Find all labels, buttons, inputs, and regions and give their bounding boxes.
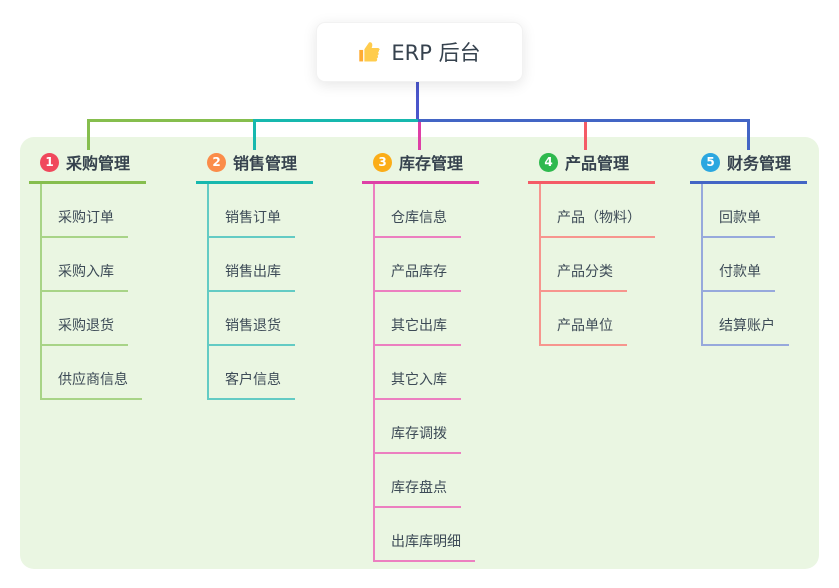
branch-number-badge: 1 [40, 152, 59, 172]
drop-branch-1 [87, 119, 90, 150]
child-node[interactable]: 销售退货 [209, 292, 295, 346]
branches-panel [20, 137, 819, 569]
branch-node-2[interactable]: 2 销售管理 [196, 148, 313, 184]
child-node[interactable]: 产品库存 [375, 238, 461, 292]
branch-label: 库存管理 [399, 154, 464, 173]
child-node[interactable]: 供应商信息 [42, 346, 142, 400]
branch-label: 财务管理 [727, 154, 792, 173]
branch-label: 采购管理 [66, 154, 131, 173]
branch-column-2: 2 销售管理销售订单销售出库销售退货客户信息 [196, 148, 313, 400]
branch-children-4: 产品（物料）产品分类产品单位 [539, 184, 655, 346]
elbow-branch-2 [253, 119, 420, 122]
branch-node-1[interactable]: 1 采购管理 [29, 148, 146, 184]
branch-column-4: 4 产品管理产品（物料）产品分类产品单位 [528, 148, 655, 346]
drop-branch-3 [418, 122, 421, 150]
child-node[interactable]: 采购退货 [42, 292, 128, 346]
child-node[interactable]: 回款单 [703, 184, 775, 238]
child-node[interactable]: 客户信息 [209, 346, 295, 400]
child-node[interactable]: 采购入库 [42, 238, 128, 292]
child-node[interactable]: 产品（物料） [541, 184, 655, 238]
root-node-title: ERP 后台 [391, 41, 481, 65]
branch-label: 产品管理 [565, 154, 630, 173]
child-node[interactable]: 付款单 [703, 238, 775, 292]
branch-node-5[interactable]: 5 财务管理 [690, 148, 807, 184]
branch-number-badge: 2 [207, 152, 226, 172]
branch-node-3[interactable]: 3 库存管理 [362, 148, 479, 184]
child-node[interactable]: 产品单位 [541, 292, 627, 346]
child-node[interactable]: 出库库明细 [375, 508, 475, 562]
elbow-branch-5 [418, 119, 750, 122]
child-node[interactable]: 销售订单 [209, 184, 295, 238]
elbow-branch-1 [87, 119, 255, 122]
child-node[interactable]: 库存调拨 [375, 400, 461, 454]
branch-label: 销售管理 [233, 154, 298, 173]
child-node[interactable]: 采购订单 [42, 184, 128, 238]
branch-children-1: 采购订单采购入库采购退货供应商信息 [40, 184, 146, 400]
child-node[interactable]: 产品分类 [541, 238, 627, 292]
child-node[interactable]: 销售出库 [209, 238, 295, 292]
thumbs-up-icon [359, 41, 381, 61]
branch-node-4[interactable]: 4 产品管理 [528, 148, 655, 184]
child-node[interactable]: 结算账户 [703, 292, 789, 346]
child-node[interactable]: 仓库信息 [375, 184, 461, 238]
drop-branch-2 [253, 119, 256, 150]
child-node[interactable]: 其它入库 [375, 346, 461, 400]
branch-number-badge: 4 [539, 152, 558, 172]
root-stem-line [416, 82, 419, 120]
branch-column-1: 1 采购管理采购订单采购入库采购退货供应商信息 [29, 148, 146, 400]
drop-branch-4 [584, 122, 587, 150]
root-node[interactable]: ERP 后台 [316, 22, 523, 82]
branch-number-badge: 5 [701, 152, 720, 172]
branch-children-2: 销售订单销售出库销售退货客户信息 [207, 184, 313, 400]
branch-children-3: 仓库信息产品库存其它出库其它入库库存调拨库存盘点出库库明细 [373, 184, 479, 562]
branch-column-5: 5 财务管理回款单付款单结算账户 [690, 148, 807, 346]
child-node[interactable]: 库存盘点 [375, 454, 461, 508]
branch-number-badge: 3 [373, 152, 392, 172]
branch-children-5: 回款单付款单结算账户 [701, 184, 807, 346]
child-node[interactable]: 其它出库 [375, 292, 461, 346]
branch-column-3: 3 库存管理仓库信息产品库存其它出库其它入库库存调拨库存盘点出库库明细 [362, 148, 479, 562]
drop-branch-5 [747, 119, 750, 150]
